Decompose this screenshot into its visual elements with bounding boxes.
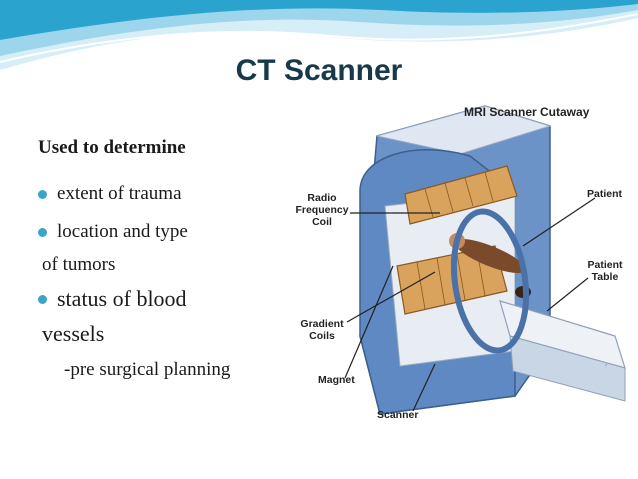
label-gradient-coils-2: Coils [309,330,335,342]
label-gradient-coils-1: Gradient [300,318,344,330]
label-patient: Patient [587,188,623,200]
label-magnet: Magnet [318,374,355,386]
label-scanner: Scanner [377,409,418,421]
bullet-continuation: of tumors [42,254,116,275]
patient-figure [454,239,526,273]
label-radio-frequency-coil-3: Coil [312,216,332,228]
label-radio-frequency-coil-2: Frequency [295,204,348,216]
label-radio-frequency-coil-1: Radio [307,192,336,204]
bullet-dot [38,295,47,304]
scanner-top-panel [376,105,552,155]
wave-line [0,13,638,63]
mri-cutaway-diagram: MRI Scanner Cutaway Radio Frequency Coil… [295,105,626,421]
bullet-dot [38,228,47,237]
label-patient-table-2: Table [592,271,619,283]
slide-title: CT Scanner [235,54,403,87]
figure-heading: MRI Scanner Cutaway [464,105,590,119]
scanner-bore-ring [450,208,530,354]
bullet-dot [38,190,47,199]
slide-subtitle: Used to determine [38,137,186,158]
wave-dark [0,0,638,40]
bullet-item: location and type [57,221,188,242]
label-patient-table-1: Patient [587,259,623,271]
sub-bullet: -pre surgical planning [64,359,231,380]
radio-frequency-coil [404,165,518,225]
bullet-item: extent of trauma [57,183,182,204]
bullet-continuation: vessels [42,321,105,346]
bullet-item: status of blood [57,286,187,311]
header-wave-decoration [0,0,638,70]
